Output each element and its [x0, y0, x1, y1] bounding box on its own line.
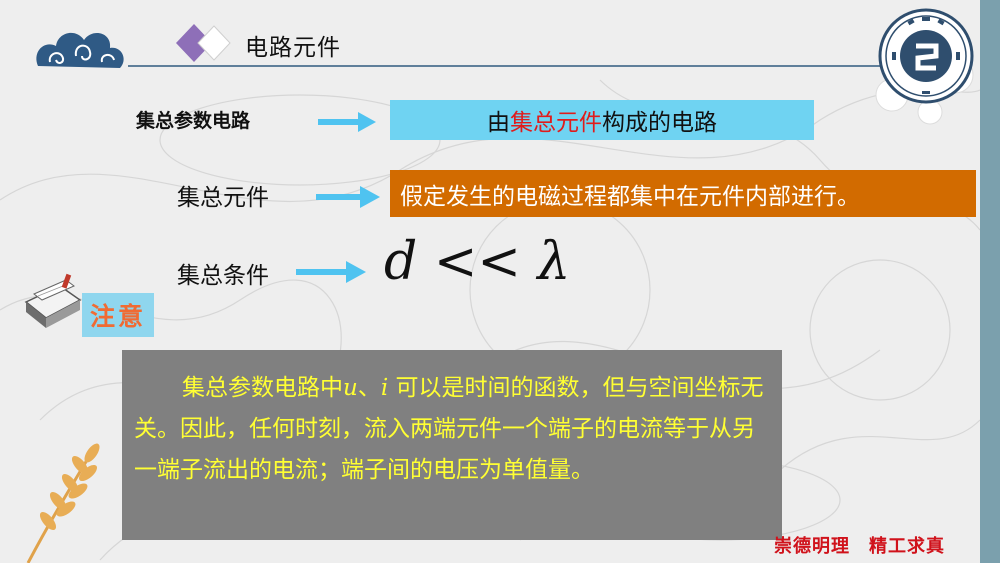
note-var-i: i — [380, 375, 389, 401]
arrow-right-icon — [318, 112, 376, 132]
definition-box-lumped-circuit: 由集总元件构成的电路 — [390, 100, 814, 140]
definition-text-prefix: 由 — [487, 110, 510, 136]
wheat-icon — [26, 443, 100, 563]
university-logo-icon — [878, 8, 974, 104]
arrow-right-icon — [316, 186, 380, 208]
definition-text-suffix: 构成的电路 — [602, 110, 717, 136]
attention-badge: 注意 — [82, 293, 154, 337]
lumped-condition-formula: d << λ — [384, 232, 571, 292]
label-lumped-element: 集总元件 — [177, 185, 269, 211]
note-separator: 、 — [357, 375, 381, 401]
label-lumped-parameter-circuit: 集总参数电路 — [136, 110, 251, 132]
header-title: 电路元件 — [245, 35, 341, 61]
footer-motto: 崇德明理 精工求真 — [774, 536, 945, 557]
book-icon — [24, 273, 82, 328]
definition-box-lumped-element: 假定发生的电磁过程都集中在元件内部进行。 — [390, 170, 976, 217]
note-text-part1: 集总参数电路中 — [182, 375, 343, 401]
right-edge-bar — [980, 0, 1000, 563]
definition-text-highlight: 集总元件 — [510, 110, 602, 136]
label-lumped-condition: 集总条件 — [177, 263, 269, 289]
diamond-bullet-icon — [176, 24, 231, 62]
arrow-right-icon — [296, 261, 366, 283]
note-var-u: u — [343, 375, 358, 401]
cloud-ornament-icon — [36, 32, 124, 68]
note-text-part2: 可以是时间的函数，但与空间坐标无关。因此，任何时刻，流入两端元件一个端子的电流等… — [134, 375, 764, 483]
note-box: 集总参数电路中u、i 可以是时间的函数，但与空间坐标无关。因此，任何时刻，流入两… — [122, 350, 782, 540]
header-divider — [128, 65, 903, 67]
